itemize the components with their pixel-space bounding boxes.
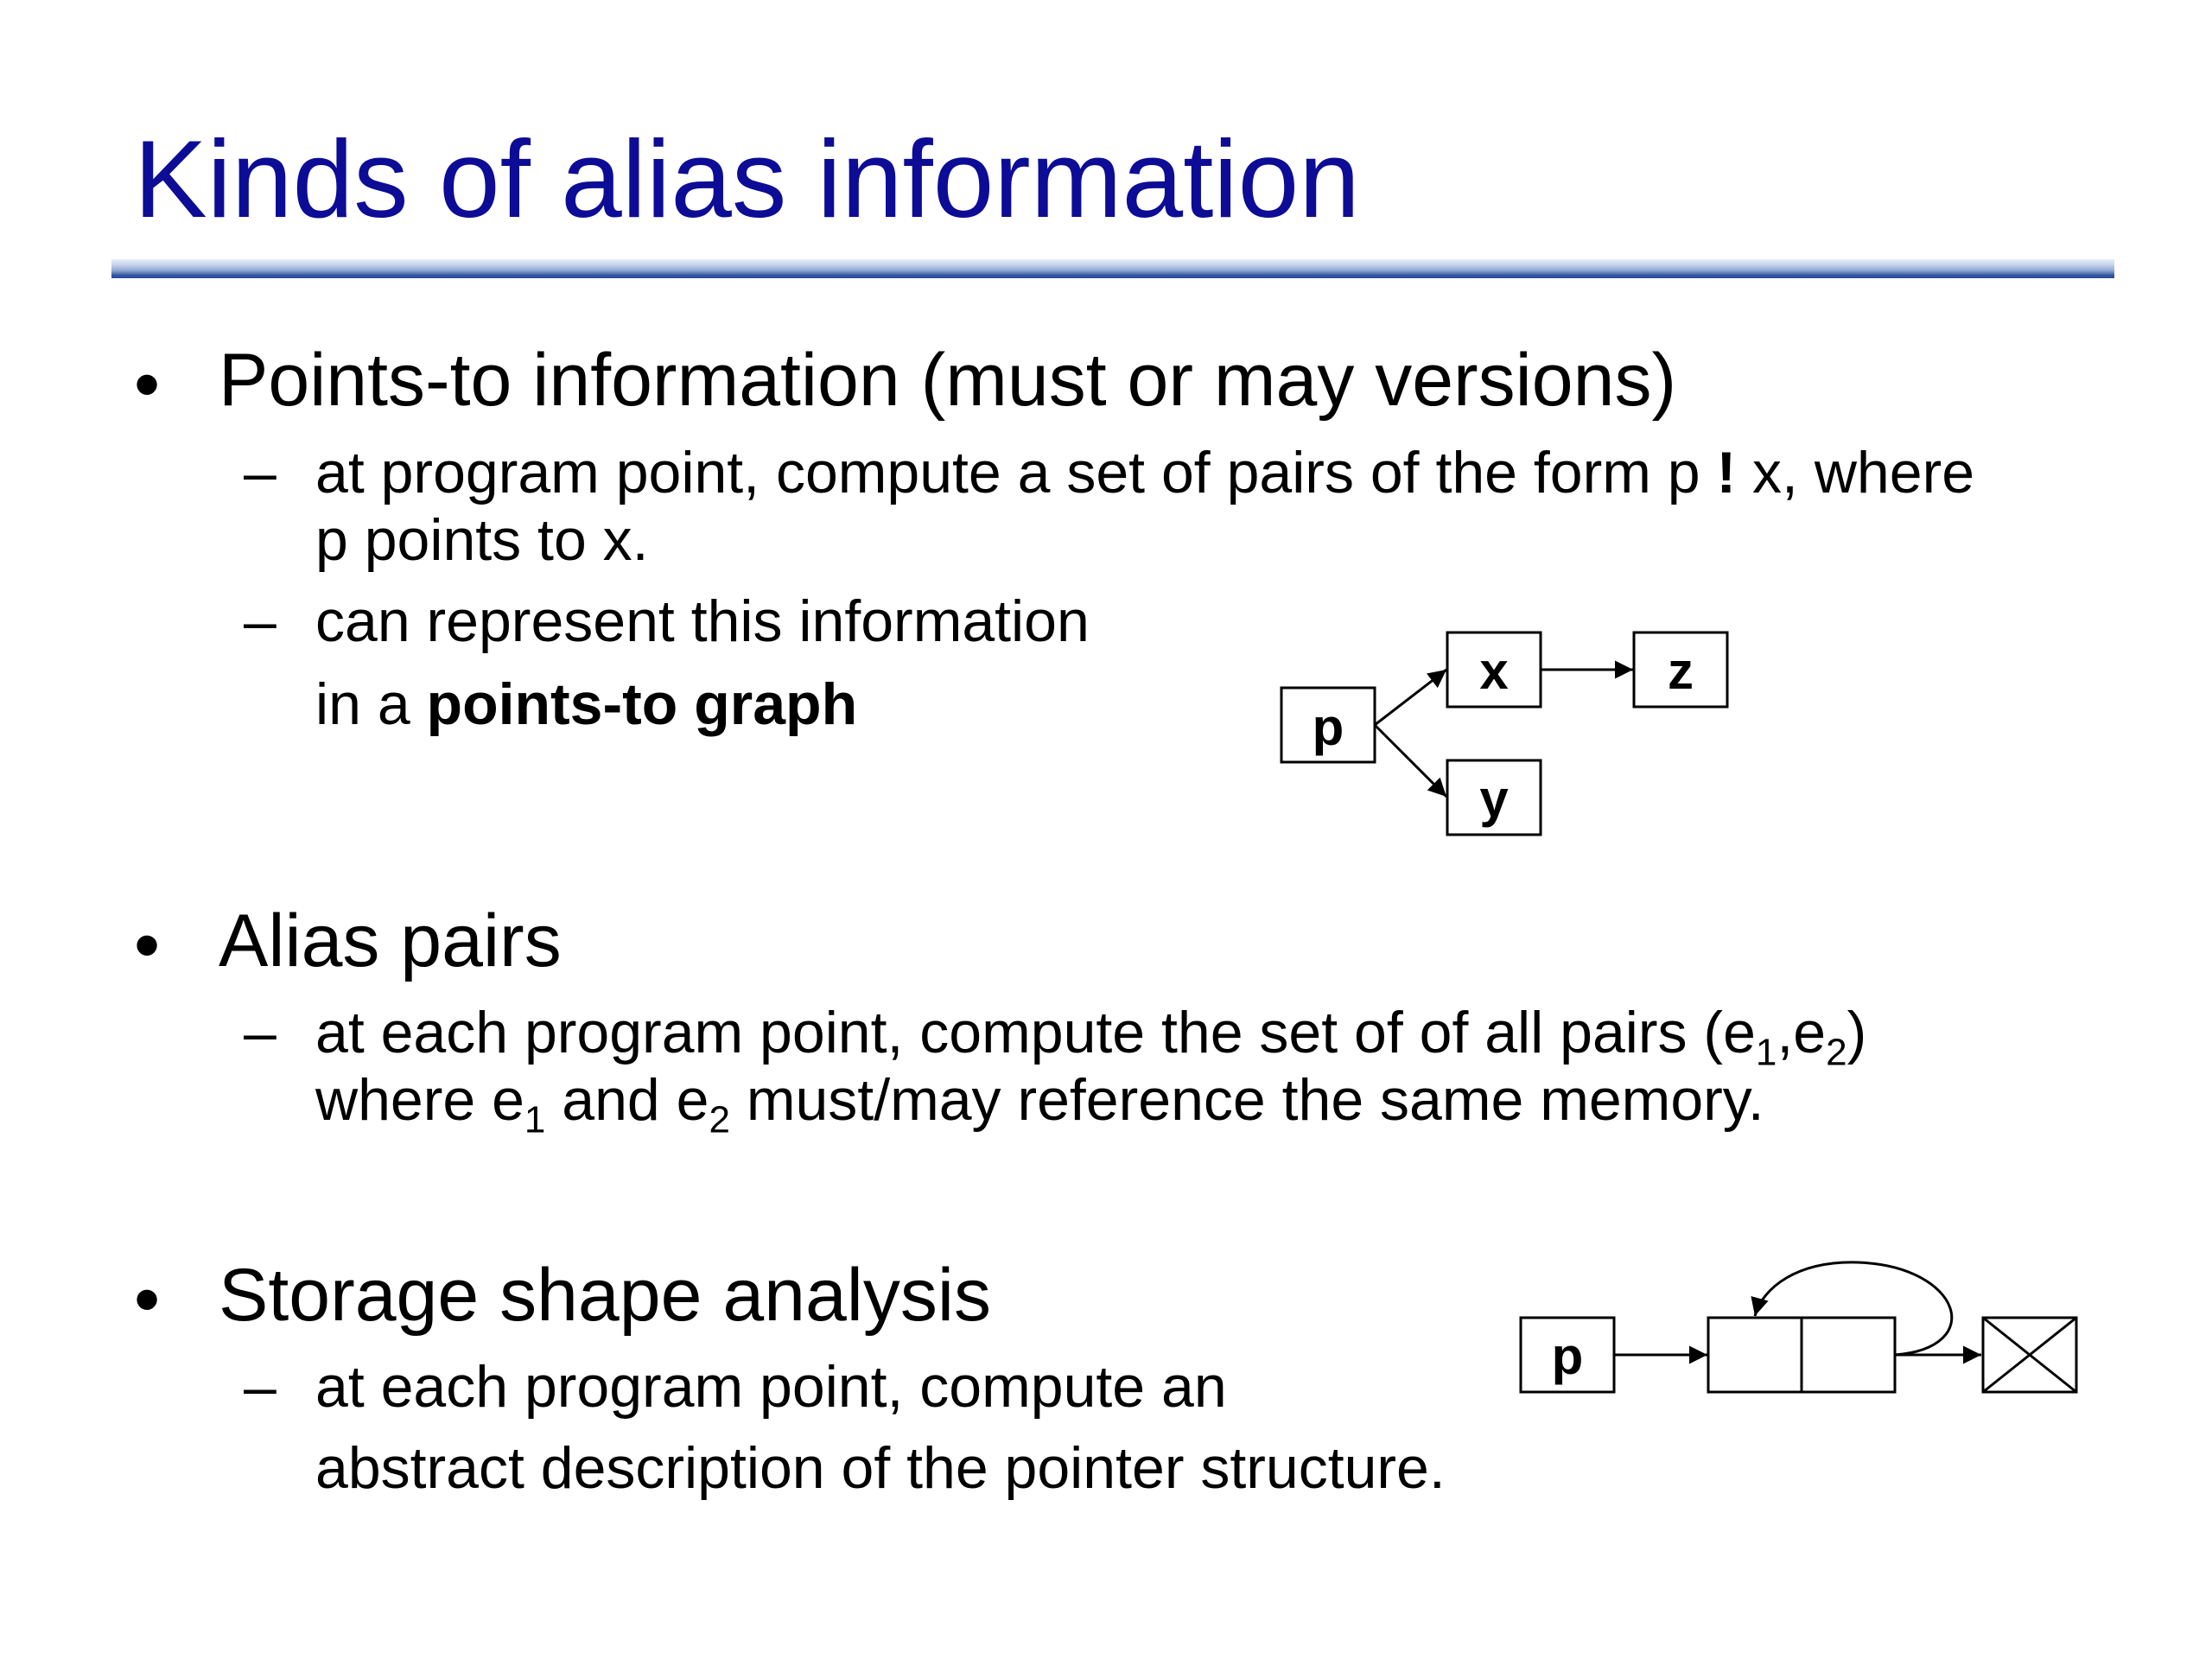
- shape-self-loop-edge: [1751, 1261, 1954, 1357]
- shape-cell-2: [1800, 1316, 1897, 1394]
- shape-diagram: p: [1519, 1261, 2078, 1394]
- subscript-1: 1: [524, 1098, 546, 1141]
- graph-node-x: [1446, 631, 1542, 709]
- shape-cell-1: [1707, 1316, 1803, 1394]
- graph-node-y: [1446, 759, 1542, 836]
- dash-marker: –: [244, 1000, 276, 1065]
- subscript-2: 2: [709, 1098, 730, 1141]
- points-to-sub1-line2: p points to x.: [315, 507, 649, 573]
- graph-node-z: [1632, 631, 1729, 709]
- dash-marker: –: [244, 588, 276, 654]
- shape-heading: Storage shape analysis: [219, 1254, 992, 1337]
- graph-node-p-label: p: [1313, 698, 1344, 756]
- dash-marker: –: [244, 1354, 276, 1420]
- alias-text-b: ,e: [1777, 1000, 1827, 1065]
- alias-text-a: at each program point, compute the set o…: [315, 1000, 1756, 1065]
- alias-pairs-heading: Alias pairs: [219, 899, 562, 982]
- graph-node-z-label: z: [1668, 642, 1694, 700]
- shape-pointer-label: p: [1552, 1327, 1584, 1385]
- alias-text-c: ): [1847, 1000, 1867, 1065]
- graph-node-p: [1280, 686, 1376, 764]
- graph-edge-p-y: [1373, 723, 1448, 798]
- graph-node-x-label: x: [1479, 642, 1508, 700]
- points-to-sub1-text-b: x, where: [1736, 440, 1975, 505]
- alias-text-f: must/may reference the same memory.: [729, 1067, 1764, 1133]
- bullet-marker: •: [134, 1258, 161, 1341]
- bullet-marker: •: [134, 904, 161, 987]
- points-to-sub1-line1: at program point, compute a set of pairs…: [315, 439, 1974, 506]
- subscript-1: 1: [1755, 1031, 1777, 1074]
- graph-node-y-label: y: [1479, 770, 1509, 828]
- points-to-graph: p x z y: [1280, 631, 1729, 836]
- shape-sub1-line1: at each program point, compute an: [315, 1354, 1227, 1420]
- slide-title: Kinds of alias information: [134, 118, 1360, 240]
- dash-marker: –: [244, 440, 276, 505]
- points-to-sub1-text-a: at program point, compute a set of pairs…: [315, 440, 1717, 505]
- shape-sub1-line2: abstract description of the pointer stru…: [315, 1435, 1446, 1501]
- points-to-sub2-line2: in a points-to graph: [315, 671, 857, 738]
- null-cross-line-2: [1982, 1316, 2077, 1394]
- subscript-2: 2: [1826, 1031, 1847, 1074]
- graph-edge-p-x: [1374, 668, 1447, 727]
- points-to-heading: Points-to information (must or may versi…: [219, 339, 1677, 422]
- points-to-graph-term: points-to graph: [426, 671, 858, 737]
- alias-text-d: where e: [315, 1067, 524, 1133]
- alias-text-e: and e: [545, 1067, 709, 1133]
- points-to-sub2-text: in a: [315, 671, 427, 737]
- points-to-sub2-line1: can represent this information: [315, 588, 1090, 654]
- alias-pairs-sub1-line1: at each program point, compute the set o…: [315, 999, 1867, 1071]
- bullet-marker: •: [134, 343, 161, 426]
- title-underline: [111, 259, 2114, 278]
- points-to-arrow-symbol: !: [1716, 440, 1737, 505]
- alias-pairs-sub1-line2: where e1 and e2 must/may reference the s…: [315, 1066, 1764, 1139]
